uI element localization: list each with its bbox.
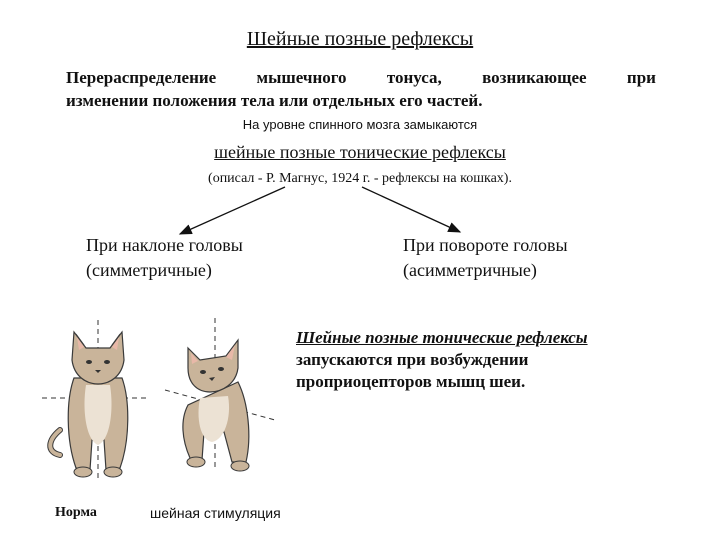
- branch-symmetric-line1: При наклоне головы: [86, 235, 243, 255]
- branch-asymmetric: При повороте головы (асимметричные): [403, 233, 568, 283]
- arrow-right: [361, 186, 462, 233]
- definition-word: возникающее: [482, 68, 587, 87]
- definition-word: при: [626, 68, 656, 87]
- trigger-note-heading: Шейные позные тонические рефлексы: [296, 328, 588, 347]
- definition-word: тонуса,: [386, 68, 442, 87]
- cat-stimulation-illustration: [164, 318, 276, 472]
- trigger-note-line2: запускаются при возбуждении: [296, 350, 529, 369]
- branch-symmetric: При наклоне головы (симметричные): [86, 233, 243, 283]
- branch-asymmetric-line1: При повороте головы: [403, 235, 568, 255]
- magnus-note: (описал - Р. Магнус, 1924 г. - рефлексы …: [208, 171, 512, 186]
- branch-asymmetric-line2: (асимметричные): [403, 260, 537, 280]
- arrow-left: [178, 186, 286, 235]
- reflex-title: шейные позные тонические рефлексы: [214, 142, 506, 162]
- trigger-note-line3: проприоцепторов мышц шеи.: [296, 372, 526, 391]
- definition-word: мышечного: [256, 68, 347, 87]
- definition-line-1: Перераспределение мышечного тонуса, возн…: [66, 66, 656, 89]
- cat-normal-illustration: [42, 320, 150, 480]
- definition-text: Перераспределение мышечного тонуса, возн…: [66, 66, 656, 112]
- page-title: Шейные позные рефлексы: [246, 28, 474, 50]
- trigger-note: Шейные позные тонические рефлексы запуск…: [296, 327, 676, 393]
- definition-line-2: изменении положения тела или отдельных е…: [66, 91, 483, 110]
- caption-normal: Норма: [55, 505, 97, 520]
- branch-symmetric-line2: (симметричные): [86, 260, 212, 280]
- definition-word: Перераспределение: [66, 68, 217, 87]
- caption-stimulation: шейная стимуляция: [150, 505, 281, 521]
- spinal-cord-note: На уровне спинного мозга замыкаются: [242, 117, 478, 132]
